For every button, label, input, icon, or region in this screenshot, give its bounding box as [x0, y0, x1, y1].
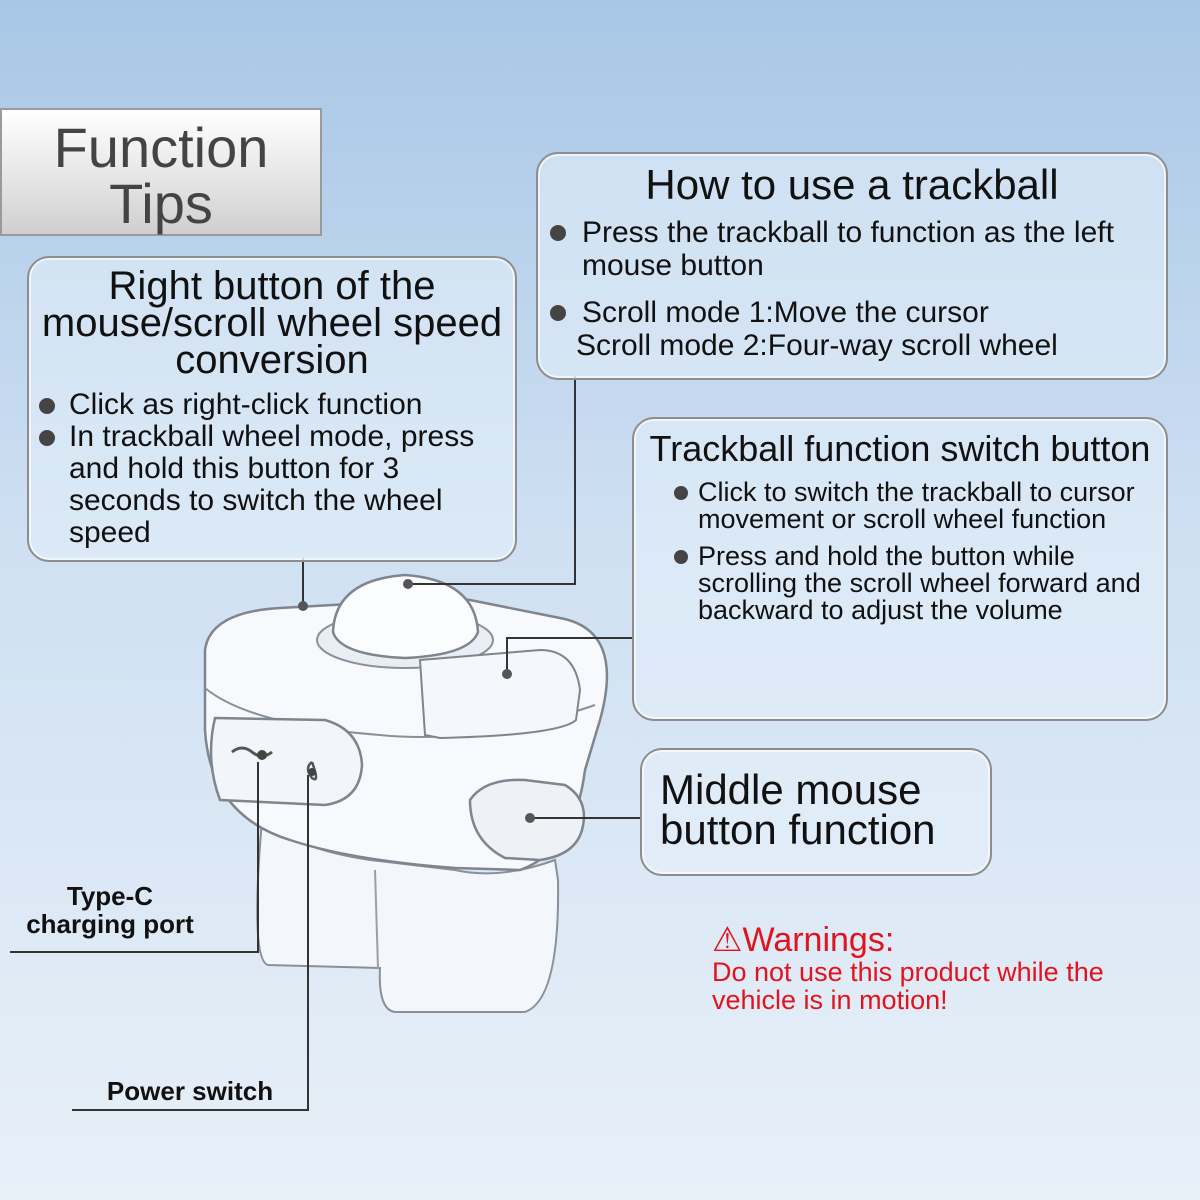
middle-button-box: Middle mouse button function	[640, 748, 992, 876]
warning-title: Warnings:	[742, 921, 895, 959]
right-button-box: Right button of the mouse/scroll wheel s…	[27, 256, 517, 562]
switch-bullet-1: Click to switch the trackball to cursor …	[634, 479, 1166, 533]
right-box-title: Right button of the mouse/scroll wheel s…	[41, 264, 503, 382]
callout-lines	[10, 376, 640, 1111]
callout-dot-switch	[502, 669, 512, 679]
middle-box-title: Middle mouse button function	[660, 766, 936, 853]
warning-title-row: ⚠Warnings:	[712, 922, 1182, 958]
trackball-bullet-2: Scroll mode 1:Move the cursor Scroll mod…	[538, 296, 1166, 362]
warning-block: ⚠Warnings: Do not use this product while…	[712, 922, 1182, 1014]
switch-box-title: Trackball function switch button	[649, 428, 1151, 469]
power-switch-label: Power switch	[106, 1076, 274, 1106]
scroll-mode-2: Scroll mode 2:Four-way scroll wheel	[576, 329, 1058, 362]
right-bullet-1: Click as right-click function	[29, 389, 515, 421]
trackball[interactable]	[331, 573, 480, 660]
trackball-usage-box: How to use a trackball Press the trackba…	[536, 152, 1168, 380]
ring-band	[256, 818, 560, 1013]
switch-bullet-2: Press and hold the button while scrollin…	[634, 543, 1166, 624]
trackball-bullet-1: Press the trackball to function as the l…	[538, 216, 1166, 282]
function-tips-tag: Function Tips	[0, 108, 322, 236]
callout-dot-middle	[525, 813, 535, 823]
scroll-mode-1: Scroll mode 1:Move the cursor	[582, 296, 989, 329]
tag-line-1: Function	[53, 116, 269, 179]
tag-line-2: Tips	[109, 172, 213, 235]
port-panel	[209, 716, 364, 807]
warning-triangle-icon: ⚠	[712, 921, 743, 959]
callout-dot-right-button	[298, 601, 308, 611]
switch-button-shape[interactable]	[418, 648, 582, 740]
switch-button-box: Trackball function switch button Click t…	[632, 417, 1168, 721]
trackball-box-title: How to use a trackball	[645, 161, 1059, 208]
warning-body: Do not use this product while the vehicl…	[712, 957, 1104, 1015]
right-bullet-2: In trackball wheel mode, press and hold …	[29, 421, 515, 549]
typec-label: Type-C charging port	[26, 881, 194, 939]
callout-dot-trackball	[403, 579, 413, 589]
